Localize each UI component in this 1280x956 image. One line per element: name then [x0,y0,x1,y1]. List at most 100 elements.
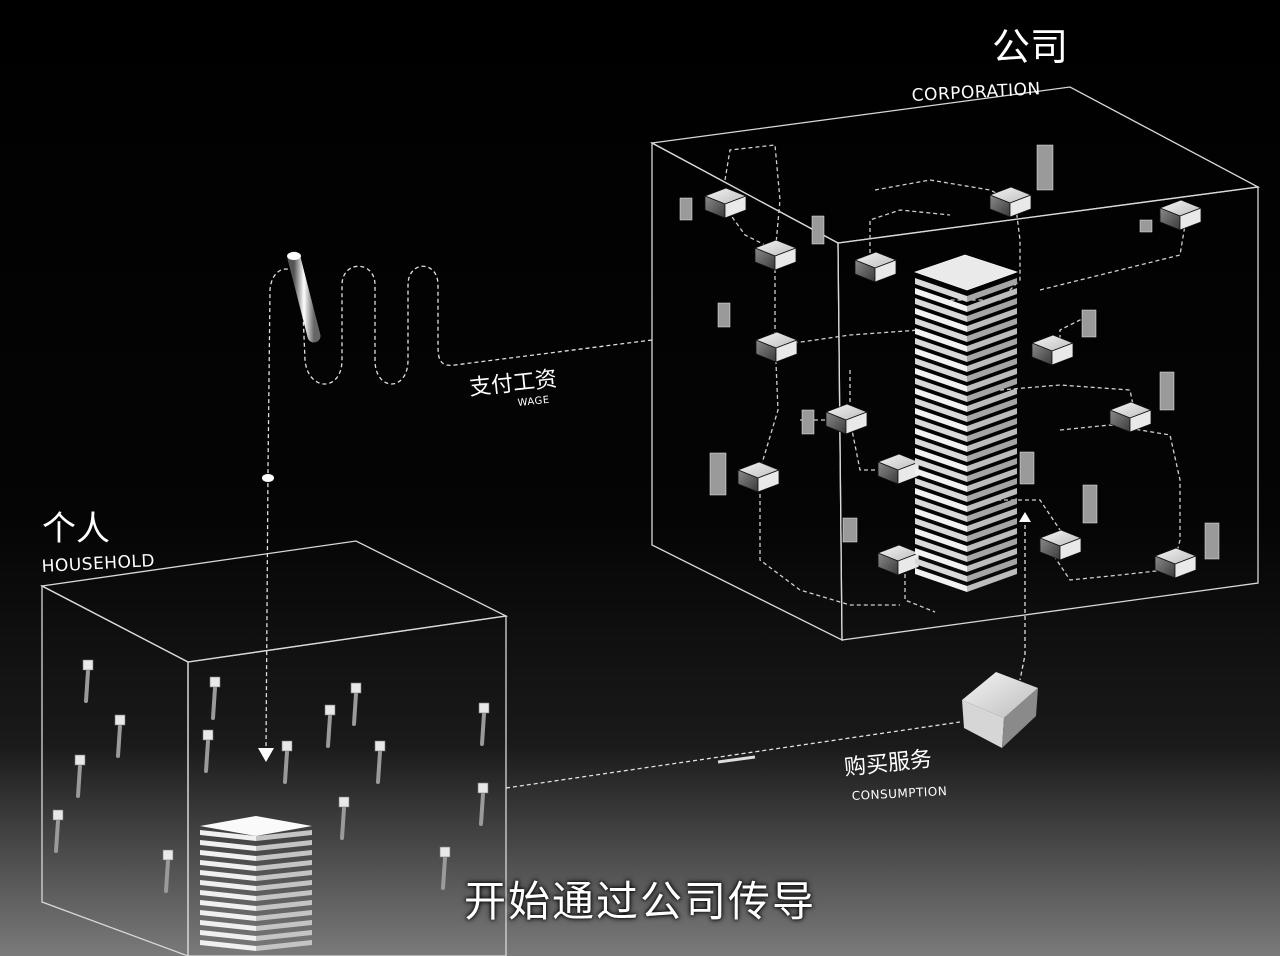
unit-cube [1153,547,1198,579]
tower-slab [967,558,1017,582]
tower-slab [967,358,1017,382]
stack-slab [256,890,312,901]
tower-slab [967,348,1017,372]
corporation-box [649,86,1261,642]
consumption-pipe [717,755,756,764]
unit-cube [753,239,798,271]
video-subtitle: 开始通过公司传导 [463,877,816,926]
stack-slab [200,840,256,851]
tower-slab [915,538,967,562]
unit-cube [736,461,781,493]
tower-slab [915,378,967,402]
tower-slab [967,398,1017,422]
tower-slab [967,568,1017,592]
tower-slab [967,408,1017,432]
tower-slab [915,308,967,332]
consumption-cube [962,672,1038,748]
up-arrow-icon [1019,512,1031,522]
tower-slab [967,508,1017,532]
stack-slab [200,830,256,841]
tower-slab [915,338,967,362]
tower-slab [915,288,967,312]
tower-slab [967,368,1017,392]
unit-cube [988,186,1033,218]
person-pin [350,682,362,726]
stack-slab [200,880,256,891]
stack-slab [256,850,312,861]
tower-slab [967,278,1017,302]
tower-slab [915,518,967,542]
stack-slab [256,870,312,881]
stack-slab [200,900,256,911]
stack-slab [200,930,256,941]
stack-slab [256,860,312,871]
consumption-label-cn: 购买服务 [843,747,933,781]
stack-slab [200,910,256,921]
unit-cube [876,453,921,485]
tower-slab [967,488,1017,512]
tower-slab [915,428,967,452]
tower-slab [967,388,1017,412]
tower-slab [915,478,967,502]
person-pin [209,676,221,720]
corporation-label-en: CORPORATION [911,79,1041,106]
household-stack [200,816,312,951]
tower-top [914,254,1018,291]
stack-slab [256,940,312,951]
tower-slab [915,568,967,592]
tower-slab [915,408,967,432]
consumption-to-corporation-route [1019,525,1026,681]
tower-slab [967,338,1017,362]
stack-top [200,816,312,836]
person-pin [477,782,489,826]
tower-slab [915,418,967,442]
tower-slab [967,498,1017,522]
unit-cube [1038,529,1083,561]
tower-slab [967,458,1017,482]
stack-slab [256,840,312,851]
stack-slab [200,860,256,871]
tower-slab [967,288,1017,312]
household-box [39,540,509,956]
person-pin [439,846,451,890]
person-pin [281,740,293,784]
tower-slab [967,518,1017,542]
tower-slab [967,478,1017,502]
tower-slab [967,428,1017,452]
corporation-tower [915,278,1017,592]
tower-slab [915,398,967,422]
person-pin [162,849,174,893]
person-pin [338,796,350,840]
tower-slab [967,448,1017,472]
tower-slab [967,308,1017,332]
tower-slab [967,468,1017,492]
person-pin [324,704,336,748]
unit-cube [703,187,748,219]
tower-slab [915,278,967,302]
tower-slab [915,358,967,382]
tower-slab [967,528,1017,552]
wage-pipes [262,251,321,482]
person-pin [114,714,126,758]
tower-slab [915,498,967,522]
tower-slab [915,448,967,472]
household-label-cn: 个人 [42,509,110,549]
person-pin [202,729,214,773]
tower-slab [915,388,967,412]
tower-slab [967,378,1017,402]
person-pin [82,659,94,703]
stack-slab [200,920,256,931]
tower-slab [967,328,1017,352]
tower-slab [915,328,967,352]
tower-slab [915,528,967,552]
stack-slab [256,910,312,921]
unit-cube [1108,401,1153,433]
stack-slab [256,920,312,931]
person-pin [374,740,386,784]
tower-slab [967,318,1017,342]
stack-slab [200,870,256,881]
wage-flow [265,265,653,751]
tower-slab [915,558,967,582]
tower-slab [915,468,967,492]
